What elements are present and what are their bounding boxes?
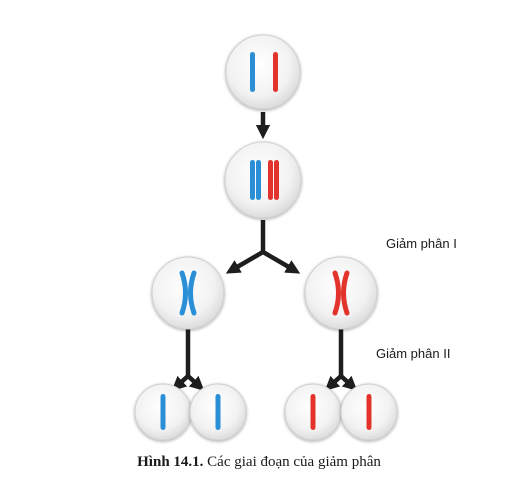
arrows	[171, 112, 358, 391]
figure-caption: Hình 14.1. Các giai đoạn của giảm phân	[0, 454, 518, 471]
maternal-chromatid-a	[250, 160, 255, 200]
paternal-chromatid-a	[268, 160, 273, 200]
maternal-chromatid-b	[256, 160, 261, 200]
maternal-chromosome	[250, 52, 255, 92]
arrow-meiosis-1-right	[261, 250, 301, 274]
gamete-blue-1	[134, 383, 192, 441]
meiosis-2-label: Giảm phân II	[376, 346, 451, 361]
meiosis-1-cell-left	[151, 256, 225, 330]
gamete-blue-2	[189, 383, 247, 441]
replicated-cell	[224, 141, 302, 219]
paternal-chromatid-b	[274, 160, 279, 200]
arrow-meiosis-2-right-a	[324, 374, 343, 391]
gamete-red-2	[340, 383, 398, 441]
paternal-x-chromosome	[332, 270, 341, 316]
arrow-meiosis-1-left	[225, 250, 265, 274]
arrow-meiosis-2-right-b	[339, 374, 358, 391]
meiosis-1-cell-right	[304, 256, 378, 330]
gamete-red-1	[284, 383, 342, 441]
meiosis-1-label: Giảm phân I	[386, 236, 457, 251]
maternal-x-chromosome	[179, 270, 188, 316]
figure-caption-text: Các giai đoạn của giảm phân	[207, 454, 381, 470]
arrow-meiosis-2-left-b	[186, 374, 205, 391]
paternal-chromosome	[273, 52, 278, 92]
arrow-meiosis-2-left-a	[171, 374, 190, 391]
parent-cell	[225, 34, 301, 110]
figure-number: Hình 14.1.	[137, 454, 204, 470]
